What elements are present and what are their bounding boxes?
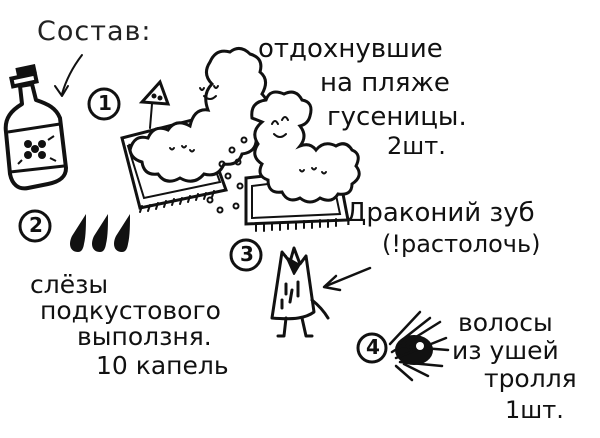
item-2-line: 10 капель — [96, 351, 229, 380]
tooth-arrow — [324, 266, 372, 288]
item-3-line: Драконий зуб — [346, 198, 535, 228]
item-1-line: отдохнувшие — [258, 34, 443, 64]
item-4-line: волосы — [458, 308, 553, 337]
item-number-1: 1 — [98, 91, 112, 115]
item-2-line: выползня. — [77, 322, 212, 351]
item-4-line: из ушей — [452, 336, 559, 365]
pointer-arrow — [61, 54, 83, 95]
item-1-line: гусеницы. — [327, 102, 467, 132]
page-title: Состав: — [37, 16, 152, 47]
item-number-4: 4 — [366, 335, 380, 359]
item-2-line: слёзы — [30, 270, 109, 299]
tear-drops-icon — [70, 214, 130, 252]
number-3-circle — [229, 238, 263, 272]
item-3-line: (!растолочь) — [382, 230, 541, 258]
troll-hair-icon — [388, 310, 450, 382]
number-4-circle — [356, 332, 388, 364]
item-4-line: 1шт. — [505, 396, 564, 424]
dragon-tooth-icon — [270, 246, 330, 338]
item-number-3: 3 — [240, 242, 254, 266]
item-1-line: 2шт. — [387, 132, 446, 160]
item-number-2: 2 — [29, 213, 43, 237]
bottle-icon — [3, 64, 68, 191]
number-1-circle — [87, 87, 121, 121]
sand-dots — [206, 136, 248, 214]
item-2-line: подкустового — [40, 296, 221, 325]
number-2-circle — [18, 209, 52, 243]
item-1-line: на пляже — [320, 68, 450, 98]
item-4-line: тролля — [484, 364, 577, 393]
